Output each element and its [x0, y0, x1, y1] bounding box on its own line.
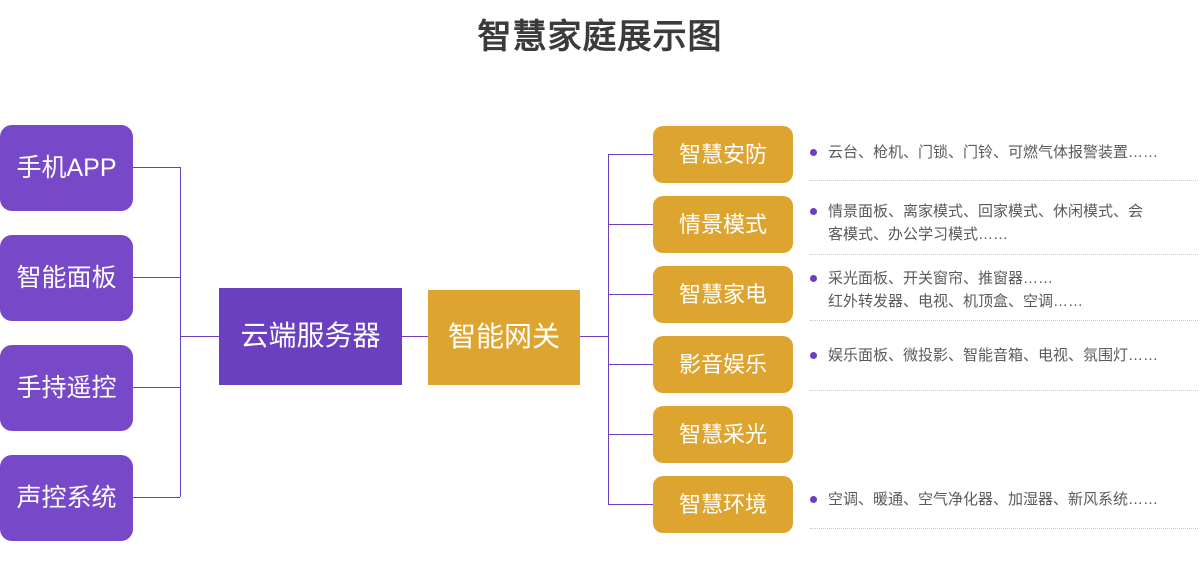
- connector-category-6-stub: [608, 504, 653, 505]
- connector-category-4-stub: [608, 364, 653, 365]
- connector-inputs-to-server: [180, 336, 219, 337]
- connector-category-spine: [608, 154, 609, 504]
- input-node-mobile-app[interactable]: 手机APP: [0, 125, 133, 211]
- input-node-label: 手机APP: [16, 153, 117, 182]
- description-row-environment: 空调、暖通、空气净化器、加湿器、新风系统……: [810, 488, 1198, 511]
- description-text: 空调、暖通、空气净化器、加湿器、新风系统……: [828, 491, 1159, 508]
- connector-category-2-stub: [608, 224, 653, 225]
- connector-gateway-to-categories: [580, 336, 608, 337]
- connector-input-4-stub: [133, 497, 180, 498]
- connector-input-spine: [180, 167, 181, 497]
- connector-category-3-stub: [608, 294, 653, 295]
- input-node-handheld-remote[interactable]: 手持遥控: [0, 345, 133, 431]
- connector-input-1-stub: [133, 167, 180, 168]
- core-node-label: 智能网关: [447, 321, 560, 353]
- input-node-label: 声控系统: [16, 483, 117, 512]
- category-node-av-entertainment[interactable]: 影音娱乐: [653, 336, 793, 393]
- description-text: 采光面板、开关窗帘、推窗器…… 红外转发器、电视、机顶盒、空调……: [828, 270, 1084, 310]
- connector-category-1-stub: [608, 154, 653, 155]
- category-node-label: 智慧环境: [678, 491, 767, 517]
- bullet-icon: [810, 208, 817, 215]
- input-node-label: 手持遥控: [16, 373, 117, 402]
- category-node-label: 智慧安防: [678, 141, 767, 167]
- category-node-label: 影音娱乐: [678, 351, 767, 377]
- core-node-smart-gateway[interactable]: 智能网关: [428, 290, 580, 385]
- bullet-icon: [810, 352, 817, 359]
- bullet-icon: [810, 275, 817, 282]
- bullet-icon: [810, 149, 817, 156]
- description-divider: [810, 320, 1198, 321]
- description-divider: [810, 390, 1198, 391]
- input-node-voice-control[interactable]: 声控系统: [0, 455, 133, 541]
- input-node-label: 智能面板: [16, 263, 117, 292]
- category-node-security[interactable]: 智慧安防: [653, 126, 793, 183]
- description-text: 娱乐面板、微投影、智能音箱、电视、氛围灯……: [828, 347, 1159, 364]
- page-title: 智慧家庭展示图: [477, 18, 723, 56]
- description-text: 情景面板、离家模式、回家模式、休闲模式、会 客模式、办公学习模式……: [828, 203, 1144, 243]
- description-row-av-entertainment: 娱乐面板、微投影、智能音箱、电视、氛围灯……: [810, 344, 1198, 367]
- description-row-scene-mode: 情景面板、离家模式、回家模式、休闲模式、会 客模式、办公学习模式……: [810, 200, 1198, 246]
- connector-input-3-stub: [133, 387, 180, 388]
- description-divider: [810, 254, 1198, 255]
- category-node-label: 智慧家电: [678, 281, 767, 307]
- description-divider: [810, 528, 1198, 529]
- connector-server-to-gateway: [402, 336, 428, 337]
- input-node-smart-panel[interactable]: 智能面板: [0, 235, 133, 321]
- connector-category-5-stub: [608, 434, 653, 435]
- category-node-scene-mode[interactable]: 情景模式: [653, 196, 793, 253]
- category-node-environment[interactable]: 智慧环境: [653, 476, 793, 533]
- connector-input-2-stub: [133, 277, 180, 278]
- category-node-label: 情景模式: [678, 211, 767, 237]
- category-node-lighting[interactable]: 智慧采光: [653, 406, 793, 463]
- bullet-icon: [810, 496, 817, 503]
- category-node-appliances[interactable]: 智慧家电: [653, 266, 793, 323]
- core-node-cloud-server[interactable]: 云端服务器: [219, 288, 402, 385]
- description-divider: [810, 180, 1198, 181]
- core-node-label: 云端服务器: [240, 320, 381, 352]
- category-node-label: 智慧采光: [678, 421, 767, 447]
- description-text: 云台、枪机、门锁、门铃、可燃气体报警装置……: [828, 144, 1159, 161]
- description-row-security: 云台、枪机、门锁、门铃、可燃气体报警装置……: [810, 141, 1198, 164]
- description-row-appliances: 采光面板、开关窗帘、推窗器…… 红外转发器、电视、机顶盒、空调……: [810, 267, 1198, 313]
